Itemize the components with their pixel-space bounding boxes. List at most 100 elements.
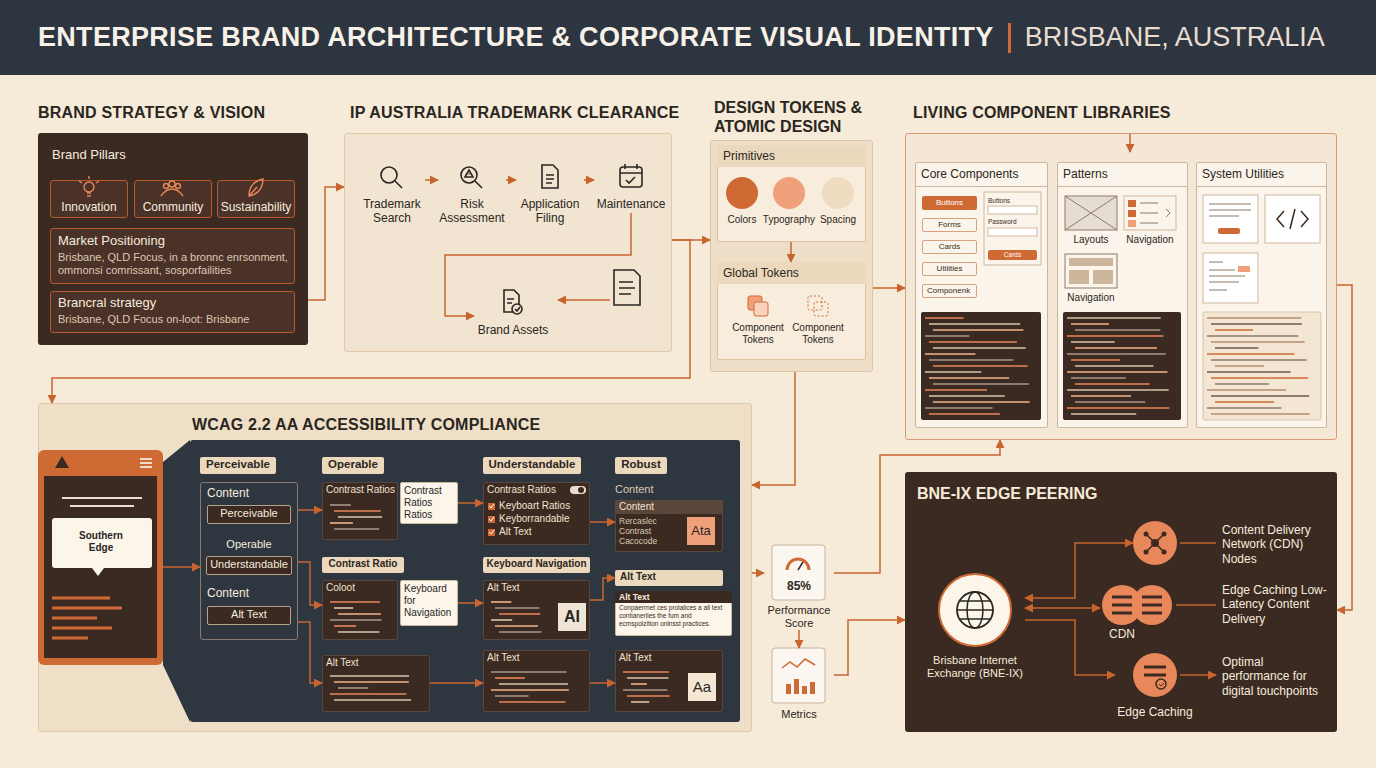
code-line	[1067, 371, 1167, 373]
code-line	[933, 401, 1030, 403]
connector	[430, 682, 483, 684]
text-label: Aa	[688, 673, 716, 701]
code-line	[1207, 317, 1301, 319]
code-line	[334, 681, 409, 683]
connector	[590, 578, 615, 600]
process-box: Market PositioningBrisbane, QLD Focus, i…	[50, 228, 295, 284]
text-label: BRAND STRATEGY & VISION	[38, 103, 338, 122]
connector	[308, 187, 344, 300]
connector	[298, 509, 322, 511]
code-line	[1215, 329, 1253, 331]
code-line	[925, 335, 970, 337]
process-box: Alt Text	[207, 606, 291, 625]
text-label: Navigation	[1063, 292, 1119, 304]
code-line	[330, 675, 409, 677]
code-line	[925, 371, 981, 373]
code-line	[933, 329, 1023, 331]
text-label: Alt Text	[487, 582, 587, 594]
process-box: Keyboard Navigation	[483, 557, 590, 573]
leader-arrow	[558, 299, 610, 301]
code-line	[925, 407, 993, 409]
process-box: Keyboard for Navigation	[400, 580, 458, 626]
connector	[834, 440, 1000, 573]
text-label: Brisbane Internet Exchange (BNE-IX)	[925, 654, 1025, 680]
title: ENTERPRISE BRAND ARCHITECTURE & CORPORAT…	[38, 22, 994, 53]
connector	[298, 562, 322, 605]
text-label: DESIGN TOKENS & ATOMIC DESIGN	[714, 98, 899, 136]
code-line	[925, 389, 987, 391]
text-label: Buttons	[922, 196, 977, 210]
text-label: IP AUSTRALIA TRADEMARK CLEARANCE	[350, 103, 716, 122]
text-label: Alt Text	[620, 571, 720, 583]
code-line	[1067, 335, 1163, 337]
process-box: Alt Text	[322, 655, 430, 712]
code-line	[1215, 347, 1258, 349]
code-line	[1211, 413, 1310, 415]
text-label: Optimal performance for digital touchpoi…	[1222, 655, 1330, 698]
text-label: Alt Text	[619, 652, 719, 664]
connector	[298, 622, 322, 683]
text-label: Password	[988, 218, 1037, 226]
connector	[752, 372, 795, 485]
code-line	[491, 671, 566, 673]
text-label: Content	[615, 483, 705, 496]
text-label: Contrast Ratios Ratios	[404, 485, 456, 521]
code-line	[1207, 371, 1291, 373]
code-line	[1071, 395, 1131, 397]
text-label: Contrast Ratios	[487, 484, 567, 496]
code-line	[1211, 395, 1309, 397]
text-label: AI	[558, 603, 586, 631]
connector	[584, 179, 594, 181]
text-label: Sustainability	[217, 200, 295, 214]
code-line	[1067, 407, 1169, 409]
connector	[590, 682, 615, 684]
code-line	[929, 359, 1013, 361]
text-label: Cards	[922, 240, 977, 254]
text-label: Rercaslec Contrast Cacocode	[619, 516, 685, 547]
code-line	[1211, 359, 1307, 361]
text-label: Trademark Search	[359, 197, 425, 226]
text-label: Brisbane, QLD Focus, in a bronnc enrsonm…	[58, 251, 290, 276]
text-label: Typography	[759, 214, 819, 226]
text-label: Metrics	[764, 708, 834, 721]
process-box: Coloot	[322, 580, 398, 640]
process-box: Understandable	[206, 556, 292, 575]
code-line	[1207, 335, 1298, 337]
code-line	[631, 683, 647, 685]
text-label: Brisbane, QLD Focus on-loot: Brisbane	[58, 313, 290, 326]
connector	[1025, 543, 1133, 598]
text-label: Perceivable	[200, 458, 276, 472]
box-background	[344, 133, 672, 352]
process-box: Alt Text	[615, 570, 723, 586]
code-line	[1211, 377, 1308, 379]
text-label: Edge Caching Low-Latency Content Deliver…	[1222, 583, 1330, 626]
text-label: Alt Text	[499, 526, 587, 538]
subtitle: BRISBANE, AUSTRALIA	[1025, 22, 1325, 53]
code-line	[338, 631, 379, 633]
text-label: Maintenance	[594, 197, 668, 211]
process-box: ContentPerceivableUnderstandableAlt Text	[200, 482, 298, 640]
text-label: Southern Edge	[71, 530, 131, 554]
code-line	[1071, 359, 1120, 361]
code-lines	[330, 318, 1310, 702]
text-label: System Utilities	[1196, 162, 1327, 187]
code-line	[499, 683, 568, 685]
code-line	[499, 613, 540, 615]
code-line	[334, 510, 381, 512]
section-panel: BRAND STRATEGY & VISIONBrand PillarsInno…	[38, 103, 308, 345]
text-label: Brand Pillars	[52, 147, 272, 163]
text-label: Keyborrandable	[499, 513, 587, 525]
text-label: 85%	[764, 579, 834, 593]
text-label: Content Delivery Network (CDN) Nodes	[1222, 523, 1330, 566]
code-line	[491, 619, 512, 621]
code-line	[925, 317, 964, 319]
process-box: Perceivable	[200, 457, 276, 474]
text-label: Innovation	[50, 200, 128, 214]
token-swatches	[726, 177, 854, 316]
text-label: Global Tokens	[717, 262, 866, 284]
code-line	[338, 516, 382, 518]
connector	[798, 630, 800, 648]
text-label: Colors	[717, 214, 767, 226]
text-label: Brancral strategy	[58, 295, 288, 311]
text-label: Forms	[922, 218, 977, 232]
